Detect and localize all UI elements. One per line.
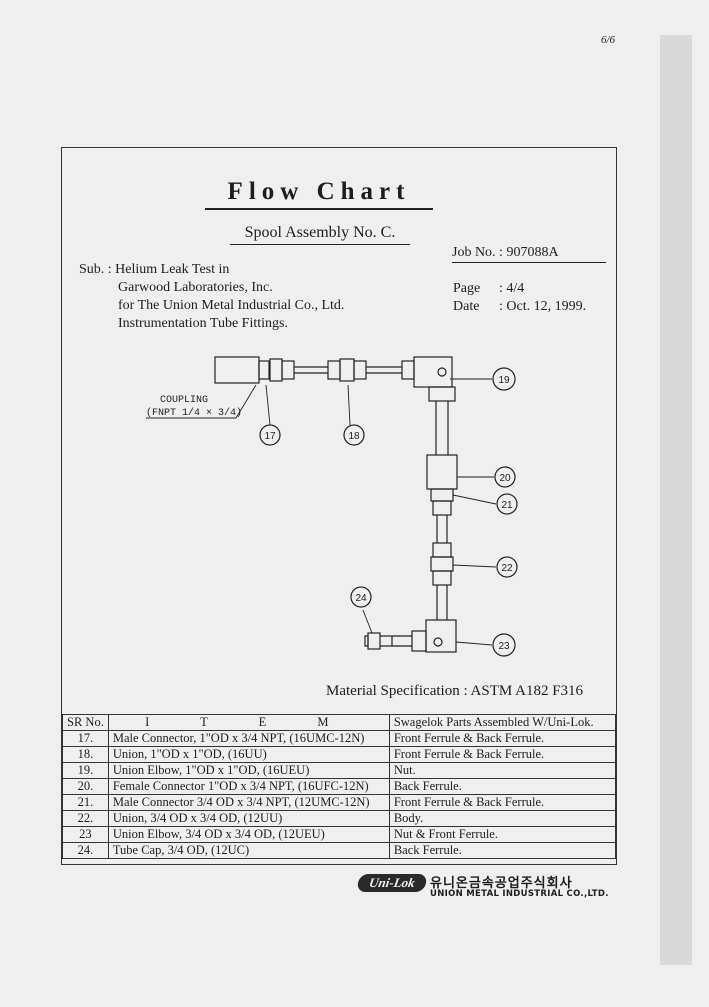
leader-line [265, 384, 271, 426]
fitting-22-body [430, 556, 454, 572]
scan-edge-strip [660, 35, 692, 965]
leader-line [362, 609, 373, 634]
fitting-23-nut [411, 630, 427, 652]
elbow-port [437, 367, 447, 377]
unilok-logo: Uni-Lok [356, 874, 428, 892]
svg-text:22: 22 [501, 563, 513, 574]
tube-cap-24 [364, 635, 369, 647]
callout-22: 22 [496, 556, 518, 578]
fitting-19-nut [401, 360, 415, 380]
page-date-block: Page: 4/4 Date: Oct. 12, 1999. [453, 280, 586, 316]
fitting-17-body [269, 358, 283, 382]
subject-line: for The Union Metal Industrial Co., Ltd. [118, 298, 345, 313]
callout-23: 23 [492, 633, 516, 657]
svg-text:23: 23 [498, 641, 510, 652]
callout-24: 24 [350, 586, 372, 608]
page-info: Page: 4/4 [453, 281, 525, 296]
table-row: 18.Union, 1"OD x 1"OD, (16UU)Front Ferru… [62, 746, 617, 763]
table-row: 22.Union, 3/4 OD x 3/4 OD, (12UU)Body. [62, 810, 617, 827]
elbow-port [433, 637, 443, 647]
vertical-nut [428, 386, 456, 402]
coupling-spec-label: (FNPT 1/4 × 3/4) [146, 407, 242, 419]
leader-line [452, 564, 497, 568]
subject-block: Sub. : Helium Leak Test in Garwood Labor… [79, 261, 344, 333]
table-row: 24.Tube Cap, 3/4 OD, (12UC)Back Ferrule. [62, 842, 617, 859]
material-specification: Material Specification : ASTM A182 F316 [326, 683, 584, 699]
leader-line [347, 384, 351, 426]
page-subtitle: Spool Assembly No. C. [230, 224, 410, 245]
callout-18: 18 [343, 424, 365, 446]
date-info: Date: Oct. 12, 1999. [453, 299, 587, 314]
company-korean-name: 유니온금속공업주식회사 [430, 876, 573, 891]
table-row: 21.Male Connector 3/4 OD x 3/4 NPT, (12U… [62, 794, 617, 811]
table-row: 20.Female Connector 1"OD x 3/4 NPT, (16U… [62, 778, 617, 795]
callout-21: 21 [496, 493, 518, 515]
fitting-18-body [339, 358, 355, 382]
fitting-20 [426, 454, 458, 490]
content-frame [61, 147, 617, 865]
coupling-label: COUPLING [160, 395, 208, 406]
leader-line [455, 641, 493, 646]
table-header-row: SR No. I T E M Swagelok Parts Assembled … [62, 714, 617, 731]
company-english-name: UNION METAL INDUSTRIAL CO.,LTD. [430, 889, 609, 899]
callout-19: 19 [492, 367, 516, 391]
parts-table: SR No. I T E M Swagelok Parts Assembled … [62, 714, 617, 859]
fitting-21-nut [432, 500, 452, 516]
svg-text:19: 19 [498, 375, 510, 386]
svg-text:20: 20 [499, 473, 511, 484]
subject-line: Instrumentation Tube Fittings. [118, 316, 288, 331]
leader-line [235, 384, 257, 419]
fitting-17-nut [258, 360, 270, 380]
elbow-23 [425, 619, 457, 653]
fitting-18-nut [327, 360, 341, 380]
table-row: 17.Male Connector, 1"OD x 3/4 NPT, (16UM… [62, 730, 617, 747]
subject-label: Sub. : Helium Leak Test in [79, 262, 230, 277]
leader-line [452, 494, 497, 505]
svg-text:21: 21 [501, 500, 513, 511]
table-row: 19.Union Elbow, 1"OD x 1"OD, (16UEU)Nut. [62, 762, 617, 779]
svg-text:18: 18 [348, 431, 360, 442]
subject-line: Garwood Laboratories, Inc. [118, 280, 273, 295]
tube-cap-24-nut [367, 632, 381, 650]
header-sr-no: SR No. [62, 714, 109, 731]
page-title: Flow Chart [205, 178, 433, 210]
svg-text:24: 24 [355, 593, 367, 604]
fitting-22-nut2 [432, 570, 452, 586]
spool-diagram: COUPLING (FNPT 1/4 × 3/4) 17 18 19 20 [146, 356, 518, 657]
header-swagelok: Swagelok Parts Assembled W/Uni-Lok. [388, 714, 617, 731]
page-corner-note: 6/6 [601, 34, 616, 46]
svg-text:17: 17 [264, 431, 276, 442]
coupling-fitting [214, 356, 260, 384]
fitting-21 [430, 488, 454, 502]
callout-20: 20 [494, 466, 516, 488]
header-item: I T E M [107, 714, 390, 731]
job-number: Job No. : 907088A [452, 245, 606, 263]
callout-17: 17 [259, 424, 281, 446]
fitting-18-nut2 [353, 360, 367, 380]
fitting-22-nut [432, 542, 452, 558]
fitting-17-nut2 [281, 360, 295, 380]
